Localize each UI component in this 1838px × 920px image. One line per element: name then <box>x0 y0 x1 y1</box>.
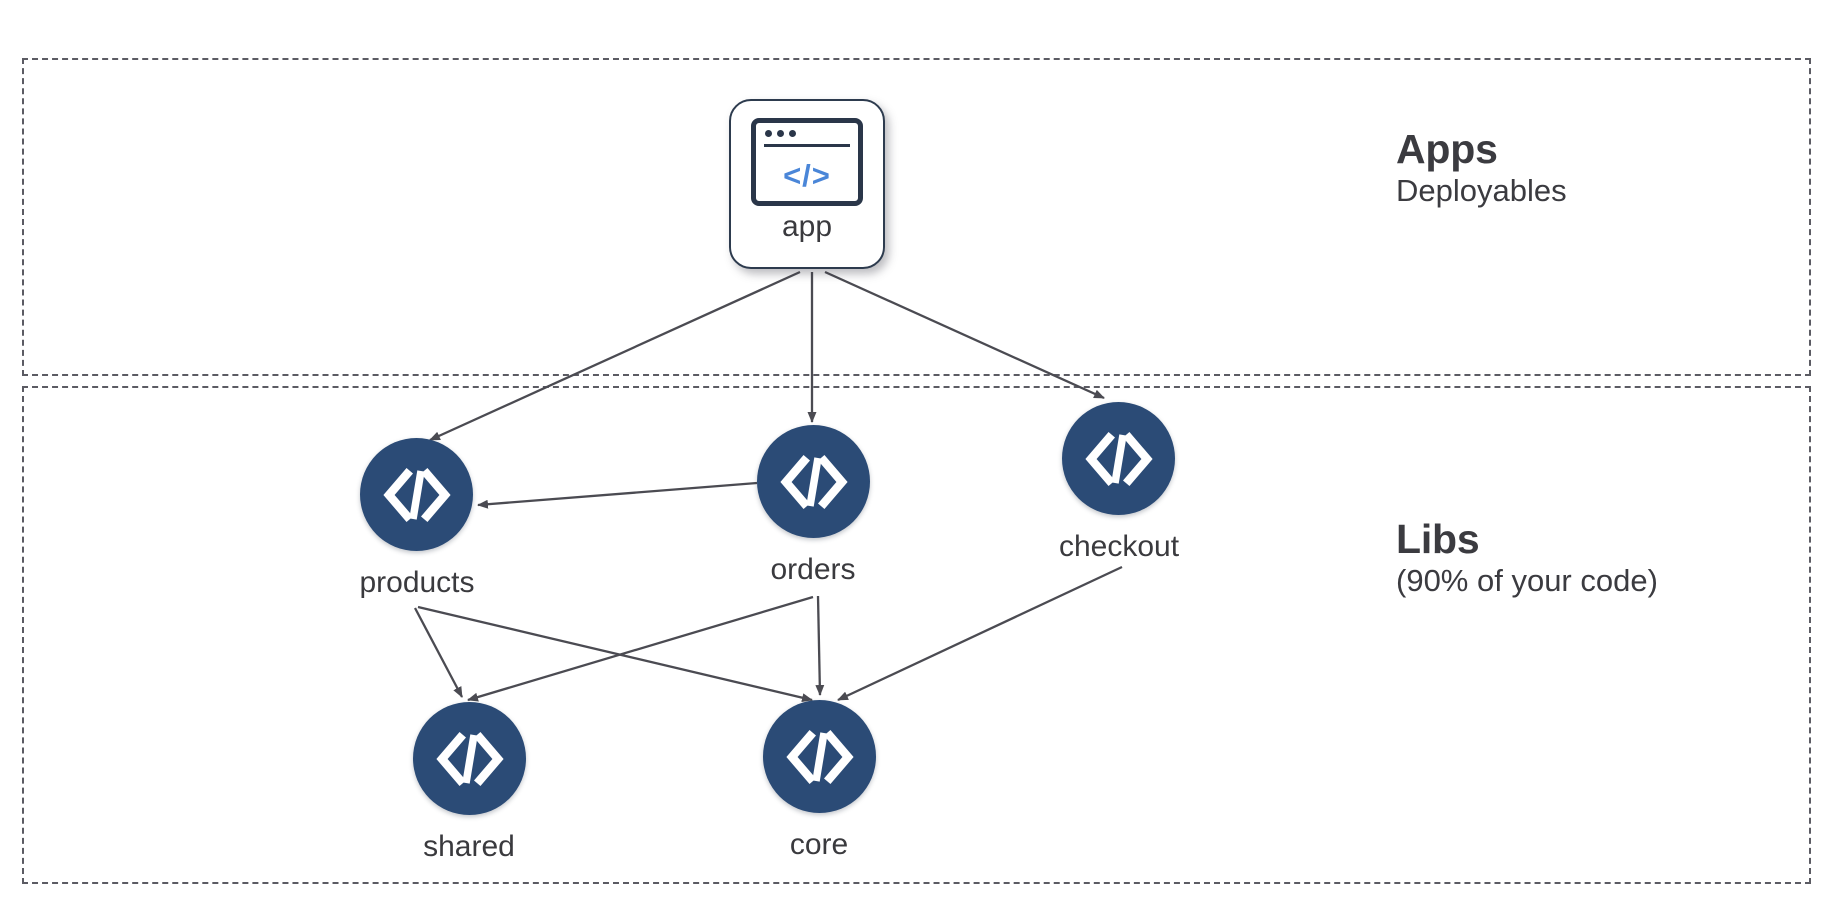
node-checkout-label: checkout <box>1058 530 1180 563</box>
node-app-label: app <box>781 210 833 243</box>
zone-libs-caption: Libs (90% of your code) <box>1396 516 1658 602</box>
code-brackets-icon[interactable] <box>763 700 876 813</box>
code-brackets-icon[interactable] <box>1062 402 1175 515</box>
code-brackets-icon[interactable] <box>757 425 870 538</box>
code-brackets-icon[interactable] <box>360 438 473 551</box>
zone-libs-subtitle: (90% of your code) <box>1396 563 1658 599</box>
browser-code-icon: </> <box>751 118 863 206</box>
code-glyph-text: </> <box>783 157 831 193</box>
zone-apps-caption: Apps Deployables <box>1396 126 1567 212</box>
browser-addressbar-rule <box>764 144 850 147</box>
zone-apps-title: Apps <box>1396 126 1498 172</box>
zone-apps-subtitle: Deployables <box>1396 173 1567 209</box>
zone-libs-title: Libs <box>1396 516 1480 562</box>
browser-dots-icon <box>765 130 796 137</box>
code-brackets-icon[interactable] <box>413 702 526 815</box>
zone-libs <box>22 386 1811 884</box>
node-core-label: core <box>789 828 849 861</box>
zone-apps <box>22 58 1811 376</box>
node-orders-label: orders <box>770 553 856 586</box>
node-shared-label: shared <box>423 830 515 863</box>
node-products-label: products <box>359 566 475 599</box>
node-app[interactable]: </> app <box>729 99 885 269</box>
